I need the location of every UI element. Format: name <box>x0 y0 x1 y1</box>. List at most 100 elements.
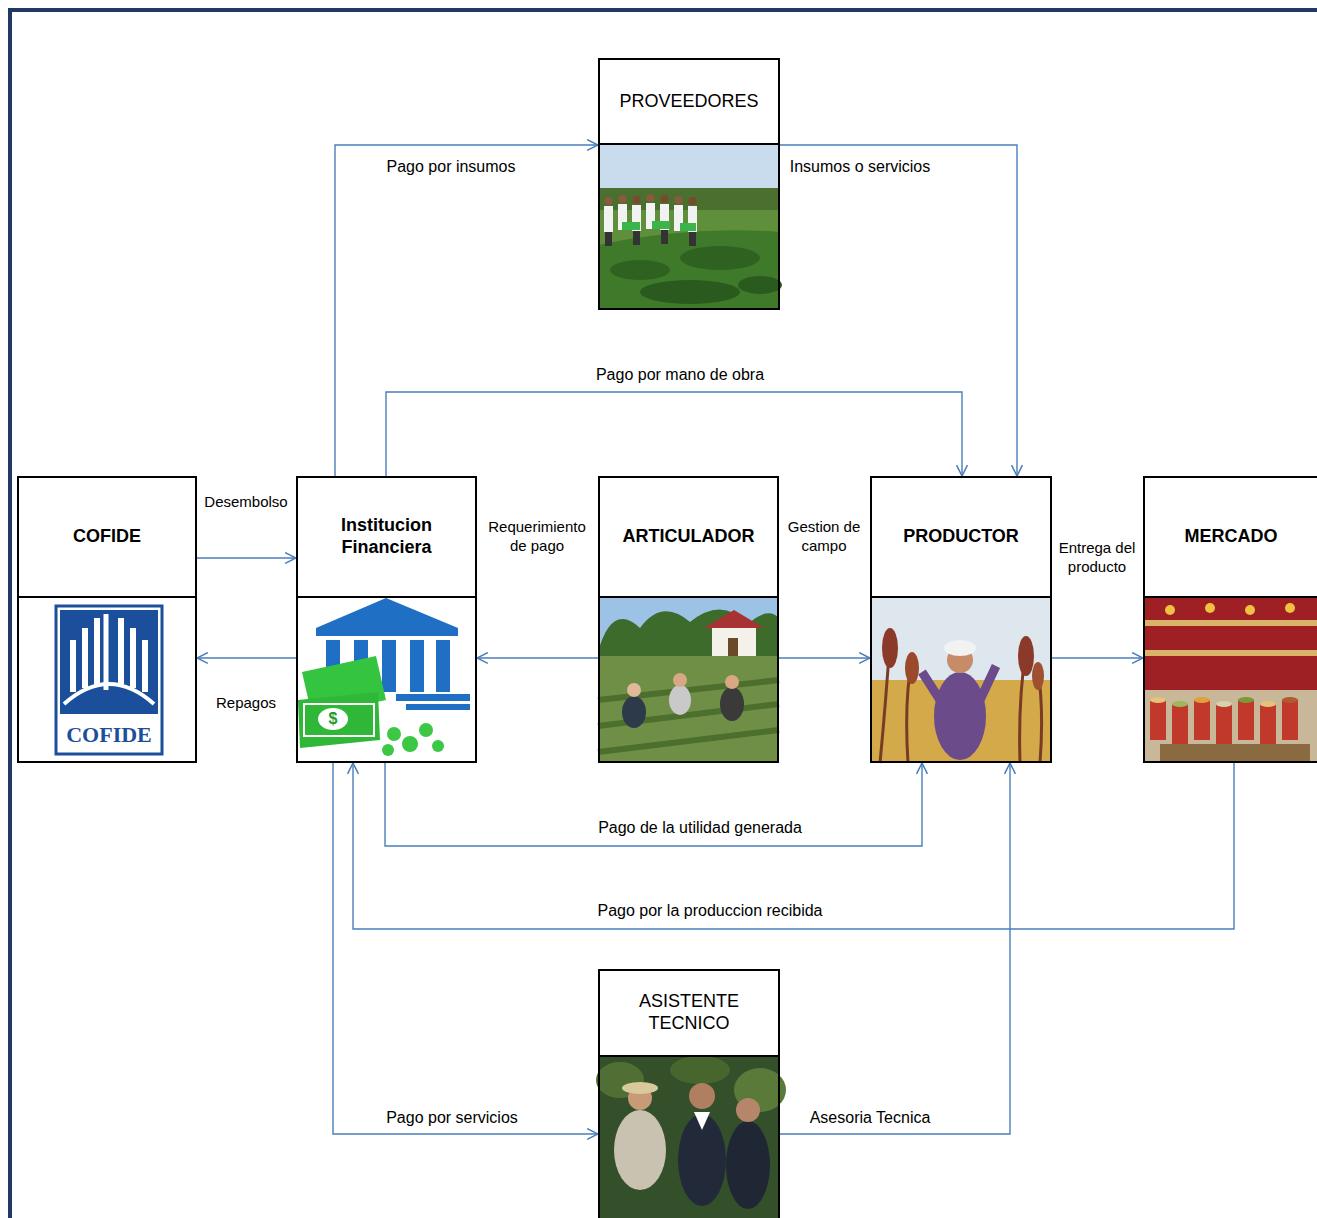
cofide-logo <box>64 684 154 704</box>
field-workers-photo <box>640 280 740 304</box>
field-workers-photo <box>647 194 655 202</box>
vineyard-advisors-photo <box>596 1055 786 1218</box>
market-photo <box>1165 605 1175 615</box>
edge-label: Gestion de campo <box>781 518 867 556</box>
field-team-photo <box>728 638 738 656</box>
field-workers-photo <box>661 195 669 203</box>
box-header: COFIDE <box>19 478 195 598</box>
bank-icon <box>382 744 394 756</box>
vineyard-advisors-photo <box>736 1098 760 1122</box>
field-team-photo <box>622 696 646 728</box>
box-header: PRODUCTOR <box>872 478 1050 598</box>
box-header: Institucion Financiera <box>298 478 475 598</box>
cofide-logo <box>56 606 162 754</box>
flow-arrow <box>197 657 296 658</box>
field-workers-photo <box>604 206 613 232</box>
flow-arrow <box>477 657 598 658</box>
flow-arrow <box>779 657 870 658</box>
field-workers-photo <box>605 232 612 246</box>
field-workers-photo <box>689 197 697 205</box>
market-photo <box>1143 690 1317 763</box>
cofide-logo <box>118 618 124 684</box>
cofide-logo <box>130 628 136 688</box>
flow-arrow <box>386 392 962 476</box>
vineyard-advisors-photo <box>670 1056 730 1084</box>
field-workers-photo <box>689 232 696 246</box>
page-frame <box>10 10 1317 1218</box>
field-workers-photo <box>652 221 670 229</box>
field-workers-photo <box>598 143 782 310</box>
market-photo <box>1238 697 1254 703</box>
process-box: ASISTENTE TECNICO <box>598 969 780 1218</box>
bank-icon <box>432 740 444 752</box>
currency-symbol: $ <box>321 710 345 728</box>
market-photo <box>1205 603 1215 613</box>
cofide-logo <box>70 640 76 692</box>
vineyard-advisors-photo <box>726 1121 770 1209</box>
quinoa-farmer-photo <box>870 598 1052 763</box>
quinoa-farmer-photo <box>882 628 898 668</box>
bank-icon <box>298 598 470 756</box>
bank-icon <box>316 628 458 636</box>
quinoa-farmer-photo <box>934 672 986 760</box>
flow-arrow <box>780 145 1017 476</box>
market-photo <box>1172 704 1188 744</box>
market-photo <box>1282 700 1298 740</box>
bank-icon <box>402 736 418 752</box>
edge-label: Pago por mano de obra <box>570 365 790 385</box>
bank-icon <box>436 640 450 692</box>
process-box: PRODUCTOR <box>870 476 1052 763</box>
cofide-logo <box>94 618 100 684</box>
field-workers-photo <box>675 196 683 204</box>
quinoa-farmer-photo <box>870 598 1052 763</box>
field-team-photo <box>669 685 691 715</box>
market-photo <box>1194 697 1210 703</box>
page-frame <box>10 10 1317 1218</box>
market-photo <box>1194 700 1210 740</box>
bank-icon <box>396 694 470 701</box>
field-workers-photo <box>738 276 782 294</box>
edge-label: Desembolso <box>198 493 295 512</box>
market-photo <box>1285 603 1295 613</box>
market-photo <box>1172 701 1188 707</box>
edge-label: Pago por la produccion recibida <box>570 901 850 921</box>
box-title: ASISTENTE TECNICO <box>606 991 772 1034</box>
box-header: ARTICULADOR <box>600 478 777 598</box>
market-photo <box>1150 700 1166 740</box>
box-title: MERCADO <box>1185 526 1278 548</box>
vineyard-advisors-photo <box>622 1082 658 1094</box>
box-header: PROVEEDORES <box>600 60 778 145</box>
market-photo <box>1143 620 1317 626</box>
vineyard-advisors-photo <box>694 1112 710 1130</box>
field-workers-photo <box>633 231 640 245</box>
market-photo <box>1260 704 1276 744</box>
flow-arrow <box>197 557 296 558</box>
market-photo <box>1160 744 1310 763</box>
vineyard-advisors-photo <box>689 1083 715 1109</box>
cofide-logo <box>142 640 148 692</box>
field-team-photo <box>720 687 744 721</box>
edge-label: Pago de la utilidad generada <box>570 818 830 838</box>
quinoa-farmer-photo <box>922 666 996 700</box>
bank-icon <box>318 708 348 730</box>
cofide-logo <box>56 606 162 754</box>
field-team-photo <box>627 683 641 697</box>
field-workers-photo <box>680 223 696 231</box>
flow-arrow <box>335 145 598 476</box>
process-box: PROVEEDORES <box>598 58 780 310</box>
cofide-logo <box>104 614 109 690</box>
quinoa-farmer-photo <box>1018 636 1034 676</box>
field-workers-photo <box>610 260 670 280</box>
box-title: Institucion Financiera <box>304 515 469 558</box>
process-box: COFIDE <box>17 476 197 763</box>
quinoa-farmer-photo <box>880 640 1042 763</box>
field-team-photo <box>673 673 687 687</box>
vineyard-advisors-photo <box>614 1110 666 1190</box>
field-team-photo <box>704 610 764 628</box>
market-photo <box>1238 700 1254 740</box>
flow-arrow <box>1052 657 1143 658</box>
box-header: ASISTENTE TECNICO <box>600 971 778 1057</box>
bank-icon <box>406 704 470 710</box>
field-workers-photo <box>598 210 780 310</box>
market-photo <box>1143 598 1317 763</box>
